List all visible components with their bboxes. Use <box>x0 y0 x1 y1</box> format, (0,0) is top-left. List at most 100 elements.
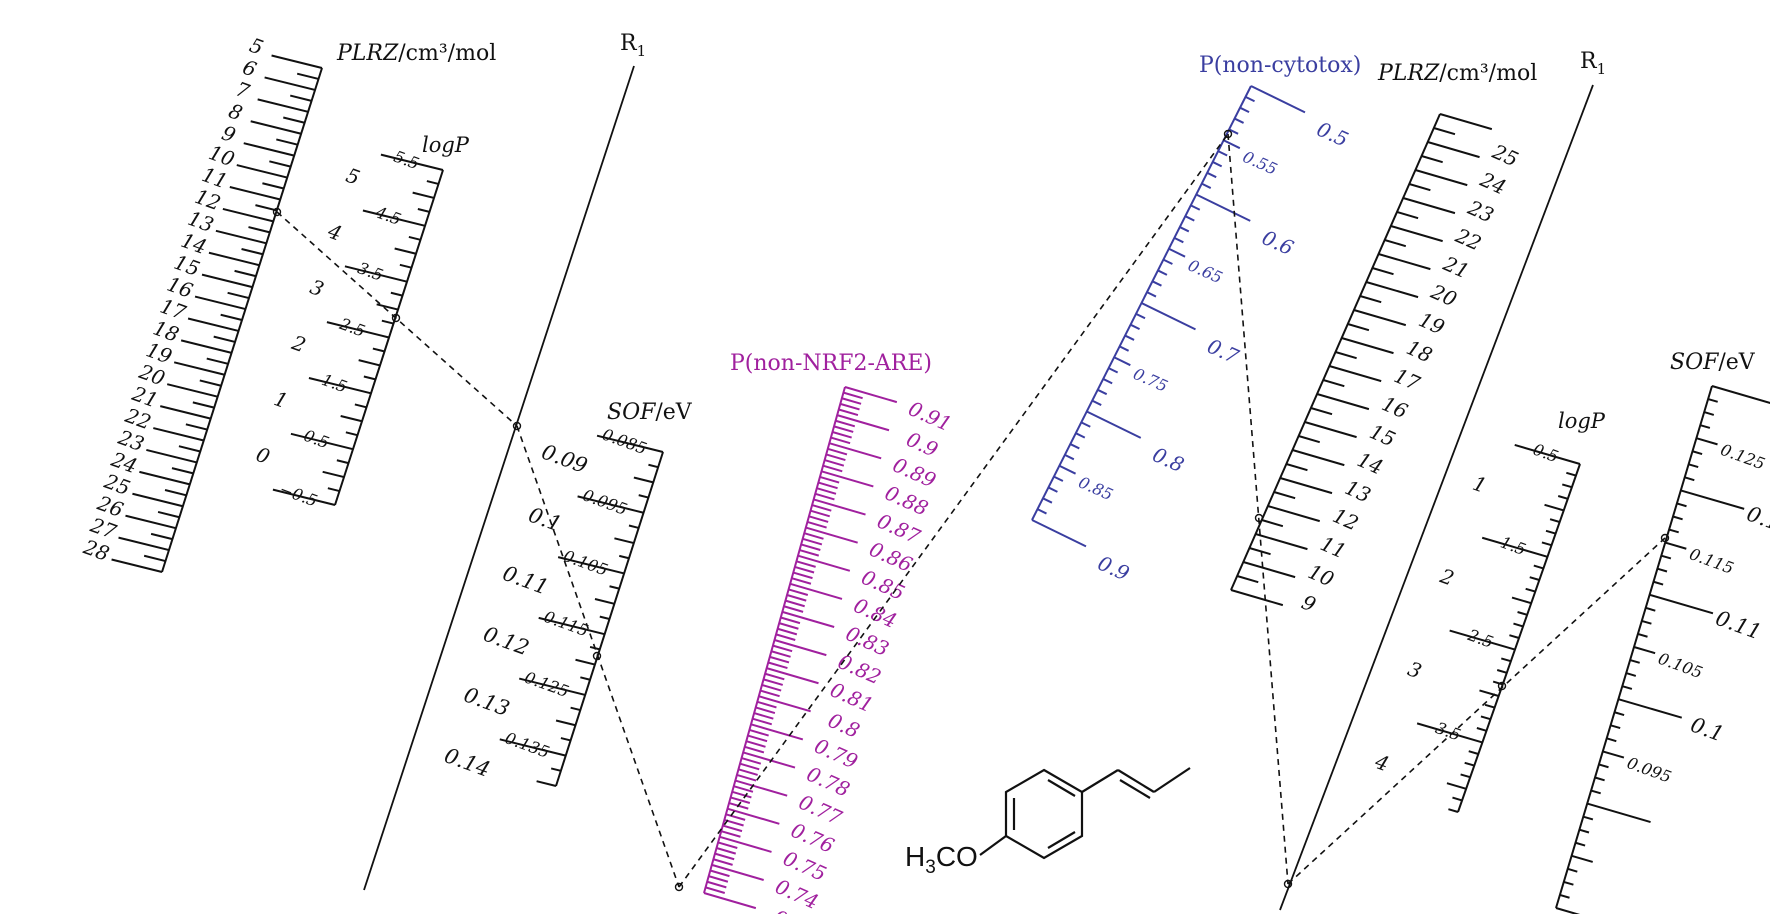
plrz-right-major-tick <box>1427 141 1480 159</box>
logp-right-tick-label: 4 <box>1371 749 1392 776</box>
cytotox-minor-tick <box>1245 95 1255 103</box>
cytotox-minor-tick <box>1097 388 1108 396</box>
plrz-right-tick-label: 15 <box>1366 419 1399 451</box>
nrf2-minor-tick <box>777 627 798 636</box>
cytotox-major-tick <box>1141 302 1196 331</box>
r1-left-title: R1 <box>620 31 646 60</box>
plrz-right-minor-tick <box>1372 267 1394 276</box>
nrf2-scale <box>703 386 898 910</box>
nrf2-major-tick <box>789 582 843 600</box>
nrf2-minor-tick <box>803 532 824 540</box>
logp-right-major-tick <box>1416 722 1483 744</box>
nrf2-minor-tick <box>714 852 735 861</box>
logp-left-minor-tick <box>417 208 430 213</box>
logp-left-major-tick <box>344 265 408 283</box>
marker-cytotox <box>1223 129 1233 139</box>
cytotox-tick-label: 0.65 <box>1185 256 1225 288</box>
sof-right-minor-tick <box>1700 424 1711 429</box>
logp-left-minor-tick <box>363 375 376 381</box>
cytotox-mid-tick <box>1058 464 1077 475</box>
plrz-right-tick-label: 11 <box>1317 531 1350 563</box>
r1-left-axis <box>363 65 635 891</box>
nrf2-minor-tick <box>843 391 863 400</box>
plrz-right-minor-tick <box>1335 351 1357 360</box>
nrf2-minor-tick <box>738 768 758 776</box>
plrz-left-major-tick <box>215 229 267 245</box>
cytotox-mid-tick <box>1168 247 1186 258</box>
logp-left-minor-tick <box>354 403 367 409</box>
logp-left-major-tick <box>290 432 354 451</box>
logp-left-tick-label: 3 <box>307 275 327 302</box>
sof-right-tick-label: 0.115 <box>1687 544 1737 578</box>
sof-left-mid-tick <box>555 719 576 727</box>
sof-right-major-tick <box>1711 385 1770 404</box>
sof-left-minor-tick <box>599 615 610 620</box>
plrz-left-minor-tick <box>157 510 180 519</box>
nrf2-minor-tick <box>814 492 835 501</box>
plrz-left-minor-tick <box>262 182 284 190</box>
sof-right-tick-label: 0.125 <box>1718 440 1768 474</box>
cytotox-minor-tick <box>1119 345 1130 352</box>
cytotox-major-tick <box>1195 193 1251 222</box>
logp-right-minor-tick <box>1541 541 1552 547</box>
logp-right-tick-label: 3.5 <box>1433 718 1463 745</box>
plrz-right-major-tick <box>1390 225 1443 243</box>
ring-inner-bond-2 <box>1047 831 1076 849</box>
nrf2-major-tick <box>727 807 780 825</box>
logp-left-tick-label: 4 <box>324 218 345 245</box>
cytotox-minor-tick <box>1190 204 1201 211</box>
nrf2-minor-tick <box>832 431 852 439</box>
nrf2-minor-tick <box>716 847 737 855</box>
plrz-right-major-tick <box>1243 561 1296 579</box>
isopleth-r1-to-nrf2-left <box>516 425 680 888</box>
plrz-right-major-tick <box>1255 533 1308 551</box>
plrz-right-title: PLRZ/cm³/mol <box>1377 61 1537 86</box>
cytotox-tick-label: 0.9 <box>1094 551 1133 586</box>
nrf2-minor-tick <box>705 886 726 894</box>
nrf2-minor-tick <box>819 475 840 484</box>
plrz-right-major-tick <box>1439 113 1493 131</box>
nrf2-minor-tick <box>800 543 821 551</box>
sof-left-minor-tick <box>628 524 639 529</box>
plrz-right-major-tick <box>1402 197 1456 215</box>
cytotox-minor-tick <box>1146 291 1157 298</box>
logp-left-mid-tick <box>376 303 399 311</box>
nrf2-minor-tick <box>725 813 746 821</box>
plrz-left-minor-tick <box>185 423 208 431</box>
cytotox-tick-label: 0.8 <box>1149 442 1188 477</box>
logp-right-tick-label: 2 <box>1436 563 1457 590</box>
nrf2-minor-tick <box>706 880 727 889</box>
cytotox-minor-tick <box>1042 497 1053 504</box>
cytotox-tick-label: 0.7 <box>1204 334 1243 369</box>
methoxy-label-sub: 3 <box>925 857 936 878</box>
sof-left-minor-tick <box>638 494 649 499</box>
plrz-left-major-tick <box>201 273 253 289</box>
cytotox-minor-tick <box>1152 280 1162 287</box>
sof-right-minor-tick <box>1563 880 1574 886</box>
sof-right-mid-tick <box>1696 437 1718 446</box>
plrz-right-tick-label: 21 <box>1439 251 1473 284</box>
nrf2-minor-tick <box>788 588 809 596</box>
logp-left-tick-label: 0.5 <box>301 426 331 453</box>
methoxy-label-tail: CO <box>936 841 978 872</box>
molecule-structure <box>979 767 1191 860</box>
plrz-left-major-tick <box>160 405 211 420</box>
plrz-right-tick-label: 14 <box>1354 447 1387 479</box>
plrz-left-minor-tick <box>234 269 257 278</box>
plrz-right-tick-label: 10 <box>1305 559 1338 591</box>
nrf2-minor-tick <box>755 706 776 715</box>
sof-left-tick-label: 0.095 <box>580 485 630 519</box>
plrz-left-major-tick <box>229 186 281 201</box>
sof-left-tick-label: 0.105 <box>561 546 611 580</box>
nrf2-minor-tick <box>807 520 827 529</box>
r1-left-title-main: R <box>620 31 638 56</box>
logp-right-title: logP <box>1558 409 1606 433</box>
plrz-right-minor-tick <box>1261 519 1284 528</box>
logp-right-minor-tick <box>1500 657 1512 663</box>
nrf2-minor-tick <box>816 487 837 495</box>
logp-left-tick-label: 5 <box>343 163 363 190</box>
nrf2-major-tick <box>758 695 811 713</box>
marker-sof-left <box>592 651 602 661</box>
cytotox-minor-tick <box>1108 367 1119 374</box>
